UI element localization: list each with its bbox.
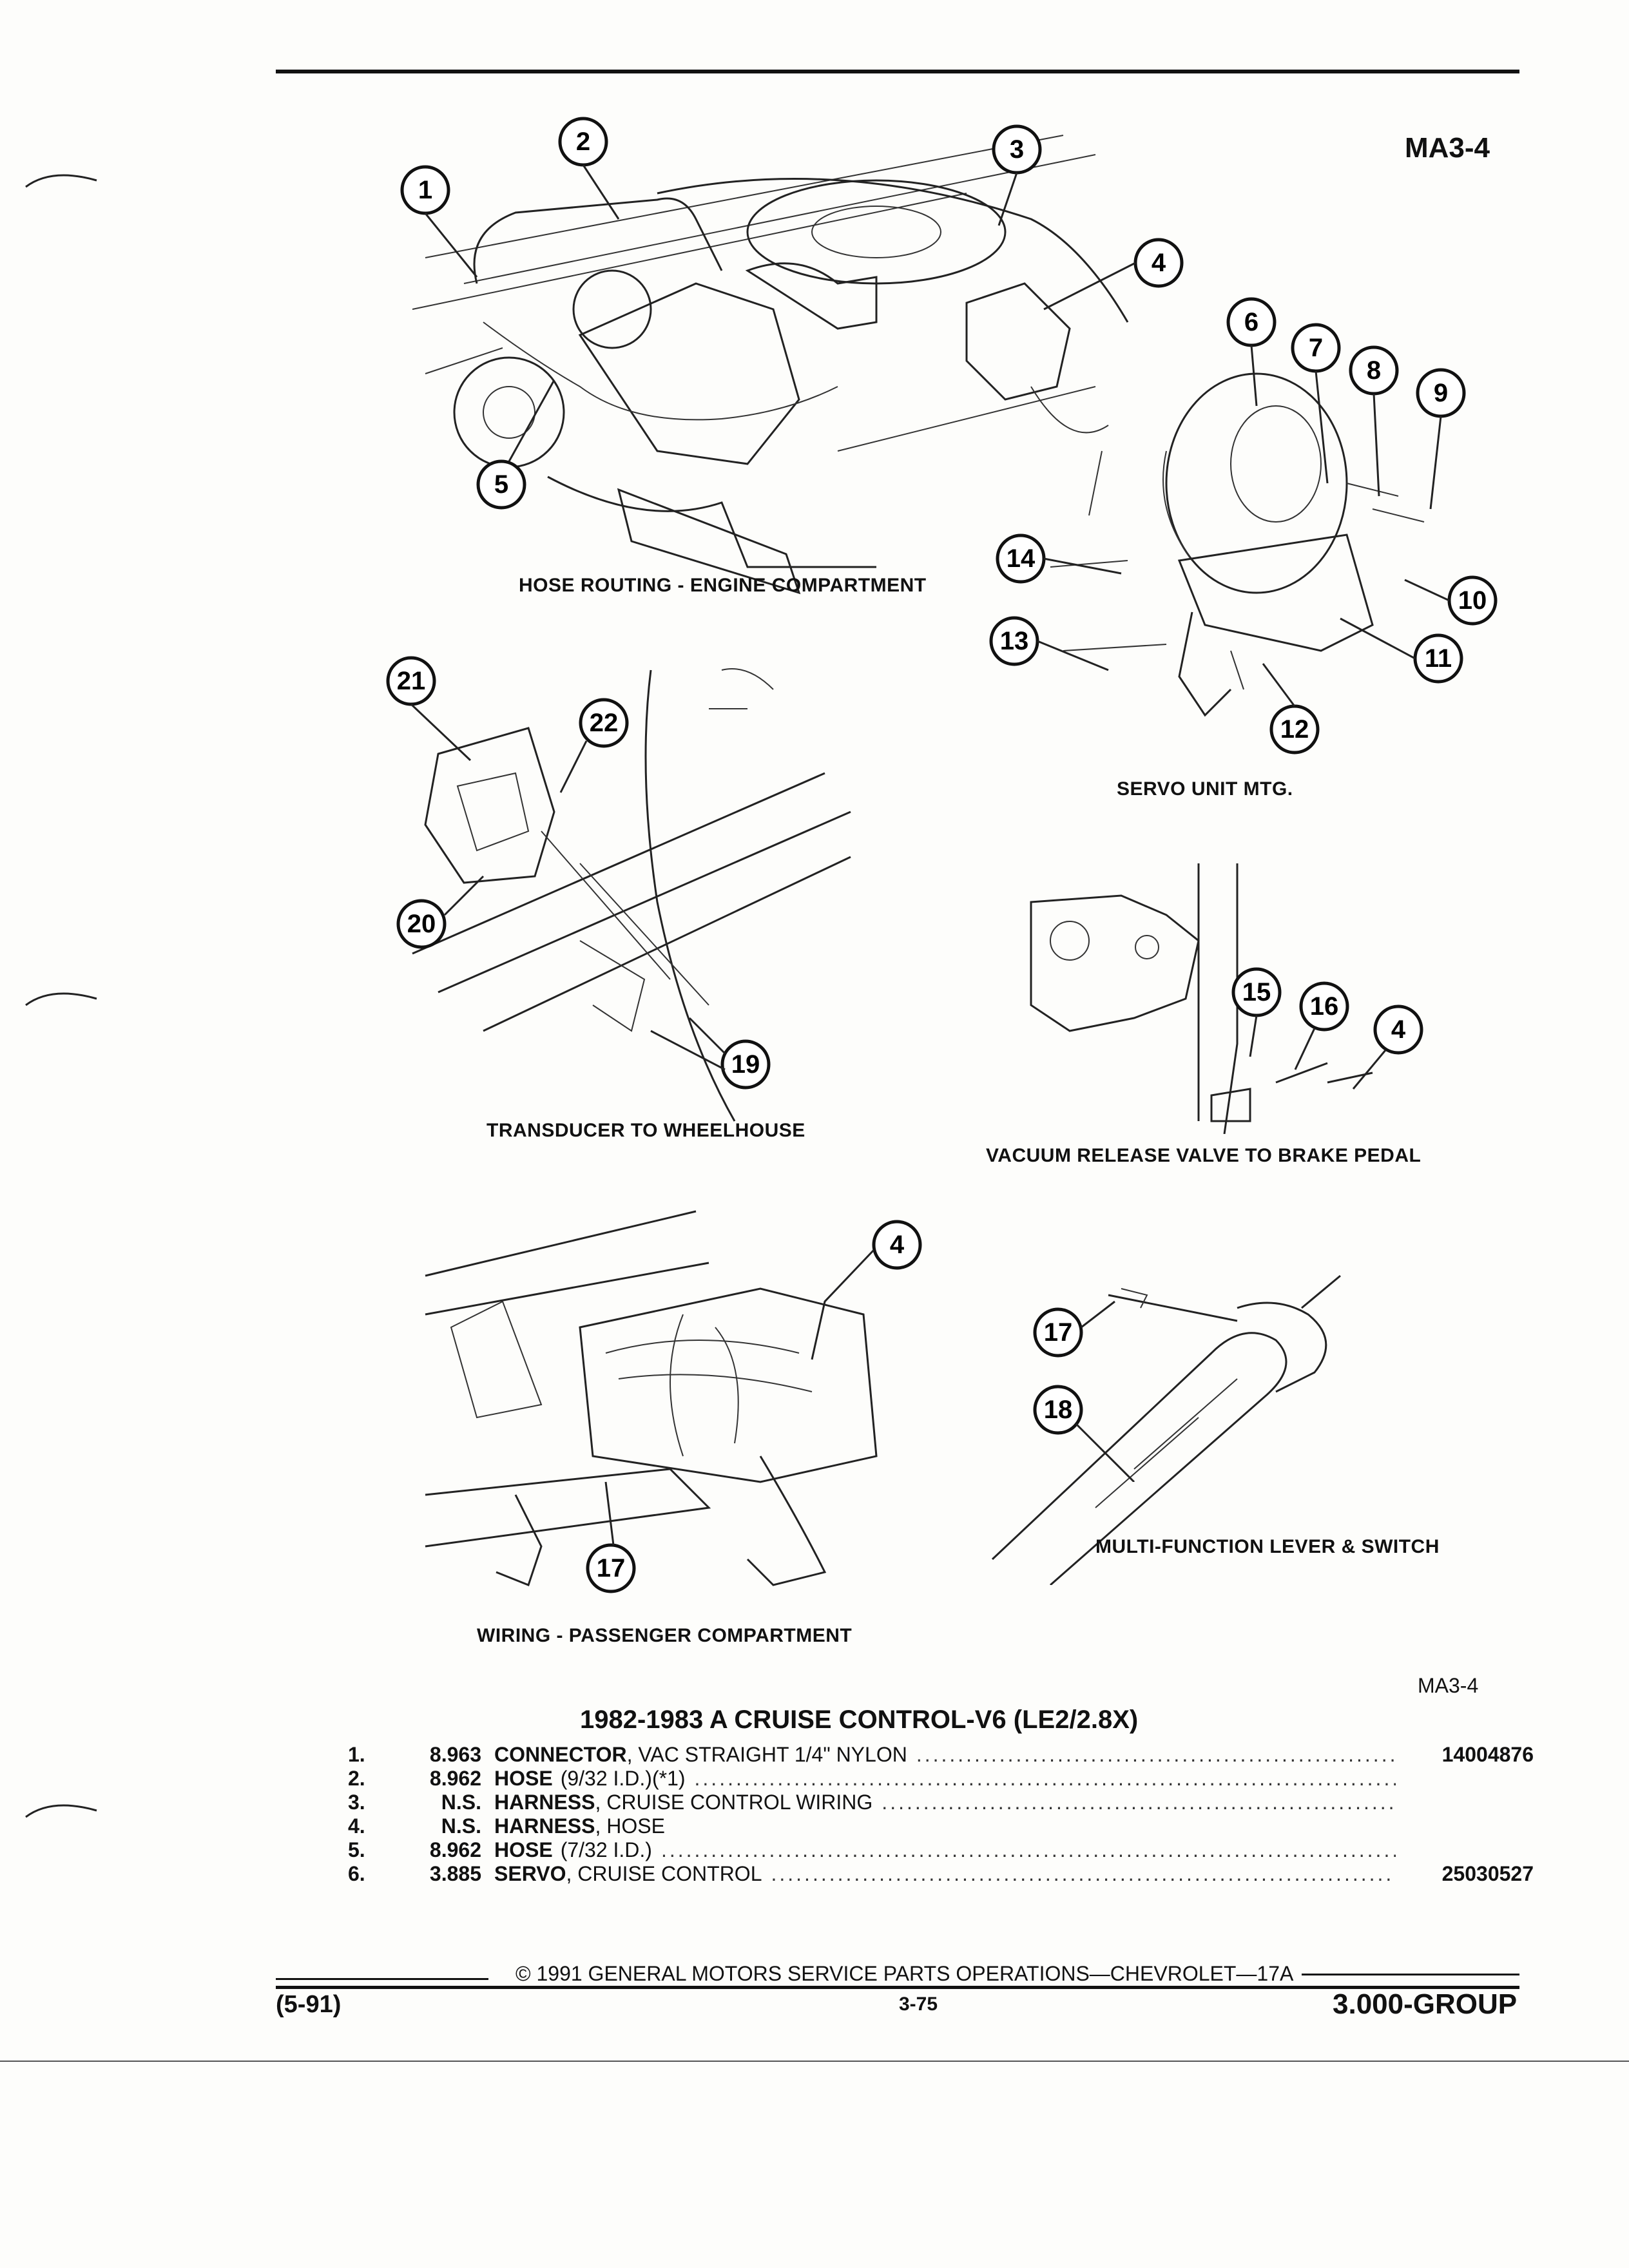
- group-number: N.S.: [441, 1791, 481, 1814]
- page-code: MA3-4: [1405, 132, 1490, 164]
- multi-function-lever-illustration: [991, 1274, 1341, 1585]
- callout-17b: 17: [1044, 1318, 1073, 1347]
- caption-wiring: WIRING - PASSENGER COMPARTMENT: [477, 1625, 853, 1646]
- callout-22: 22: [590, 709, 619, 737]
- part-description: , VAC STRAIGHT 1/4" NYLON: [626, 1743, 907, 1766]
- vacuum-release-callouts: 15 16 4: [1231, 967, 1423, 1090]
- footer-rule-left: [276, 1978, 488, 1980]
- callout-18: 18: [1044, 1396, 1073, 1424]
- parts-list: 1. 8.963 CONNECTOR , VAC STRAIGHT 1/4" N…: [348, 1743, 1534, 1886]
- wiring-callouts: 4 17: [586, 1220, 922, 1593]
- callout-13: 13: [1000, 627, 1029, 655]
- margin-marks: [25, 174, 97, 1818]
- part-name: HOSE: [494, 1767, 553, 1790]
- part-name: HOSE: [494, 1838, 553, 1861]
- leader-dots: [916, 1743, 1396, 1767]
- callout-4: 4: [1152, 249, 1166, 277]
- group-number: N.S.: [441, 1814, 481, 1838]
- leader-dots: [771, 1862, 1396, 1886]
- footer-rule-full: [276, 1986, 1519, 1989]
- callout-15: 15: [1242, 978, 1271, 1006]
- parts-row: 3. N.S. HARNESS , CRUISE CONTROL WIRING: [348, 1791, 1534, 1814]
- part-name: HARNESS: [494, 1814, 595, 1838]
- footer-page-number: 3-75: [899, 1994, 938, 2015]
- callout-11: 11: [1425, 644, 1452, 673]
- part-name: HARNESS: [494, 1791, 595, 1814]
- parts-row: 4. N.S. HARNESS , HOSE: [348, 1814, 1534, 1838]
- caption-multi-function: MULTI-FUNCTION LEVER & SWITCH: [1095, 1536, 1440, 1557]
- parts-row: 5. 8.962 HOSE (7/32 I.D.): [348, 1838, 1534, 1862]
- callout-16: 16: [1310, 992, 1339, 1021]
- callout-4c: 4: [890, 1231, 905, 1259]
- callout-20: 20: [407, 910, 436, 938]
- item-number: 5.: [348, 1838, 365, 1861]
- callout-9: 9: [1434, 379, 1448, 407]
- callout-17a: 17: [597, 1554, 626, 1582]
- item-number: 3.: [348, 1791, 365, 1814]
- caption-hose-routing: HOSE ROUTING - ENGINE COMPARTMENT: [519, 575, 927, 596]
- callout-1: 1: [418, 176, 432, 204]
- top-rule: [276, 70, 1519, 73]
- leader-dots: [882, 1791, 1396, 1814]
- caption-servo-mtg: SERVO UNIT MTG.: [1117, 778, 1293, 800]
- servo-callouts: 6 7 8 9 10 11 12 13 14: [989, 297, 1498, 754]
- bottom-scan-rule: [0, 2061, 1629, 2062]
- caption-transducer: TRANSDUCER TO WHEELHOUSE: [487, 1120, 805, 1141]
- part-description: , HOSE: [595, 1814, 665, 1838]
- callout-7: 7: [1309, 334, 1323, 362]
- item-number: 2.: [348, 1767, 365, 1790]
- part-description: , CRUISE CONTROL: [566, 1862, 762, 1885]
- callout-10: 10: [1458, 586, 1487, 615]
- item-number: 6.: [348, 1862, 365, 1885]
- section-title: 1982-1983 A CRUISE CONTROL-V6 (LE2/2.8X): [580, 1706, 1139, 1734]
- footer-group: 3.000-GROUP: [1333, 1988, 1518, 2020]
- transducer-callouts: 21 22 20 19: [386, 656, 771, 1090]
- part-number: 25030527: [1441, 1862, 1534, 1885]
- footer-rule-right: [1302, 1974, 1519, 1975]
- parts-row: 2. 8.962 HOSE (9/32 I.D.)(*1): [348, 1767, 1534, 1791]
- group-number: 8.962: [429, 1767, 481, 1790]
- item-number: 1.: [348, 1743, 365, 1766]
- callout-4b: 4: [1391, 1015, 1406, 1044]
- parts-row: 1. 8.963 CONNECTOR , VAC STRAIGHT 1/4" N…: [348, 1743, 1534, 1767]
- passenger-wiring-illustration: [425, 1210, 878, 1586]
- transducer-illustration: [412, 668, 851, 1122]
- group-number: 8.963: [429, 1743, 481, 1766]
- parts-row: 6. 3.885 SERVO , CRUISE CONTROL 25030527: [348, 1862, 1534, 1886]
- part-description: , CRUISE CONTROL WIRING: [595, 1791, 873, 1814]
- callout-19: 19: [731, 1050, 760, 1079]
- group-number: 8.962: [429, 1838, 481, 1861]
- engine-callouts: 1 2 3 4 5: [400, 117, 1184, 510]
- multi-function-callouts: 17 18: [1033, 1300, 1135, 1482]
- callout-6: 6: [1244, 308, 1258, 336]
- part-name: SERVO: [494, 1862, 566, 1885]
- section-code: MA3-4: [1418, 1674, 1479, 1697]
- part-description: (7/32 I.D.): [560, 1838, 652, 1861]
- caption-vacuum-release: VACUUM RELEASE VALVE TO BRAKE PEDAL: [986, 1145, 1422, 1166]
- callout-2: 2: [576, 128, 590, 156]
- leader-dots: [661, 1838, 1396, 1862]
- servo-unit-illustration: [1050, 372, 1425, 717]
- callout-21: 21: [397, 667, 426, 695]
- part-name: CONNECTOR: [494, 1743, 627, 1766]
- part-description: (9/32 I.D.)(*1): [560, 1767, 686, 1790]
- part-number: 14004876: [1441, 1743, 1534, 1766]
- item-number: 4.: [348, 1814, 365, 1838]
- callout-8: 8: [1367, 356, 1381, 385]
- callout-14: 14: [1007, 544, 1036, 573]
- callout-5: 5: [494, 470, 508, 499]
- leader-dots: [695, 1767, 1396, 1791]
- footer-copyright: © 1991 GENERAL MOTORS SERVICE PARTS OPER…: [516, 1962, 1294, 1985]
- footer-date: (5-91): [276, 1991, 342, 2018]
- group-number: 3.885: [429, 1862, 481, 1885]
- callout-12: 12: [1280, 715, 1309, 744]
- callout-3: 3: [1010, 135, 1024, 164]
